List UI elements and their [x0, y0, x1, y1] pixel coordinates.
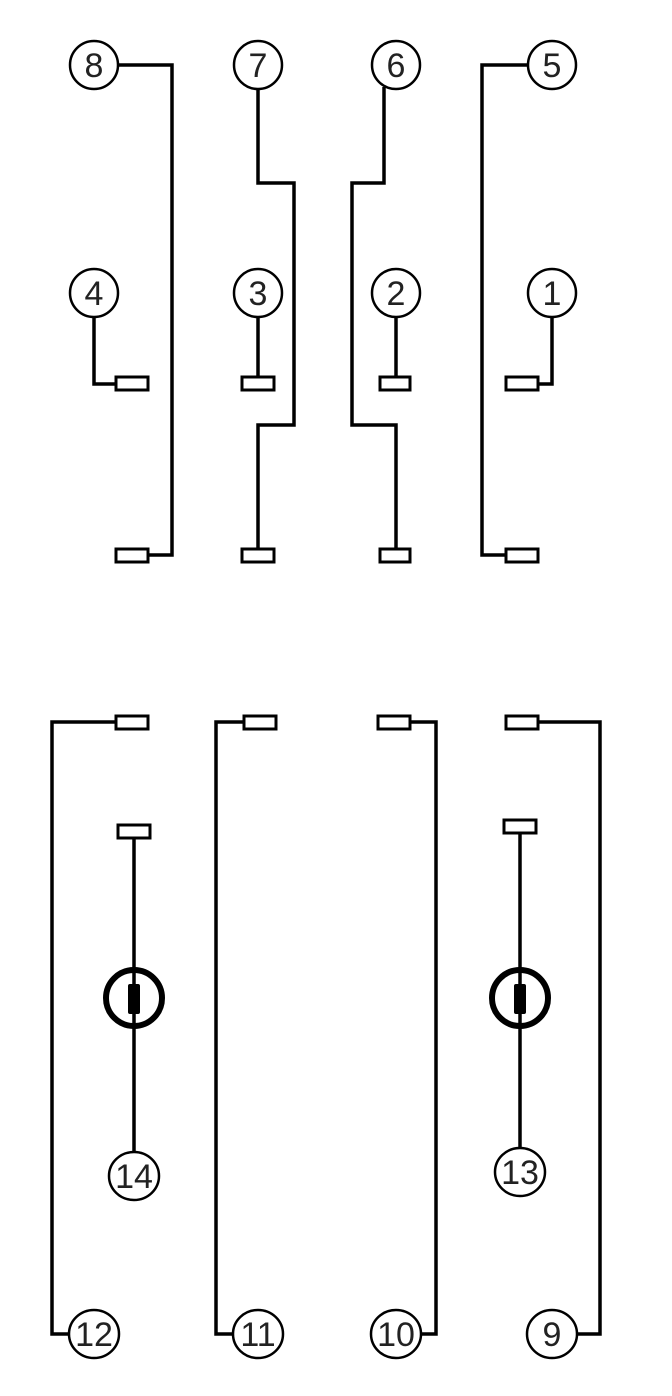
contact-pin — [502, 818, 538, 835]
contact-pin — [504, 547, 540, 564]
wire-7 — [256, 89, 296, 549]
contact-pin — [114, 547, 150, 564]
wire-8 — [118, 63, 174, 557]
contact-pin — [114, 375, 150, 392]
wire-11 — [214, 720, 244, 1336]
terminal-4: 4 — [68, 267, 120, 319]
terminal-label: 3 — [249, 275, 268, 313]
contact-pin — [504, 714, 540, 731]
indicator-lamp-icon — [489, 967, 551, 1029]
indicator-lamp-icon — [103, 967, 165, 1029]
terminal-8: 8 — [68, 39, 120, 91]
terminal-label: 10 — [377, 1316, 415, 1354]
terminal-12: 12 — [67, 1308, 121, 1360]
terminal-10: 10 — [369, 1308, 423, 1360]
terminal-5: 5 — [526, 39, 578, 91]
terminal-3: 3 — [232, 267, 284, 319]
wire-4 — [92, 317, 116, 386]
contact-pin — [240, 547, 276, 564]
terminal-label: 4 — [85, 275, 104, 313]
contact-pin — [240, 375, 276, 392]
terminal-14: 14 — [107, 1150, 161, 1202]
wire-5 — [480, 63, 528, 557]
contact-pin — [378, 547, 412, 564]
wire-12 — [50, 720, 116, 1336]
terminal-6: 6 — [370, 39, 422, 91]
terminal-1: 1 — [526, 267, 578, 319]
terminal-label: 6 — [387, 47, 406, 85]
contact-pin — [378, 375, 412, 392]
terminal-label: 7 — [249, 47, 268, 85]
terminal-2: 2 — [370, 267, 422, 319]
terminal-label: 12 — [75, 1316, 113, 1354]
wire-10 — [410, 720, 438, 1336]
terminal-label: 8 — [85, 47, 104, 85]
terminal-label: 1 — [543, 275, 562, 313]
terminal-11: 11 — [231, 1308, 285, 1360]
terminal-label: 9 — [543, 1316, 562, 1354]
terminal-9: 9 — [525, 1308, 579, 1360]
wire-6 — [350, 87, 398, 549]
terminal-label: 13 — [501, 1154, 539, 1192]
terminal-label: 14 — [115, 1158, 153, 1196]
terminal-7: 7 — [232, 39, 284, 91]
contact-pin — [376, 714, 412, 731]
terminal-label: 5 — [543, 47, 562, 85]
terminal-label: 11 — [240, 1316, 275, 1354]
terminal-13: 13 — [493, 1146, 547, 1198]
contact-pin — [504, 375, 540, 392]
wire-9 — [538, 720, 602, 1336]
contact-pin — [116, 823, 152, 840]
contact-pin — [242, 714, 278, 731]
contact-pin — [114, 714, 150, 731]
wire-1 — [538, 317, 554, 386]
terminal-label: 2 — [387, 275, 406, 313]
